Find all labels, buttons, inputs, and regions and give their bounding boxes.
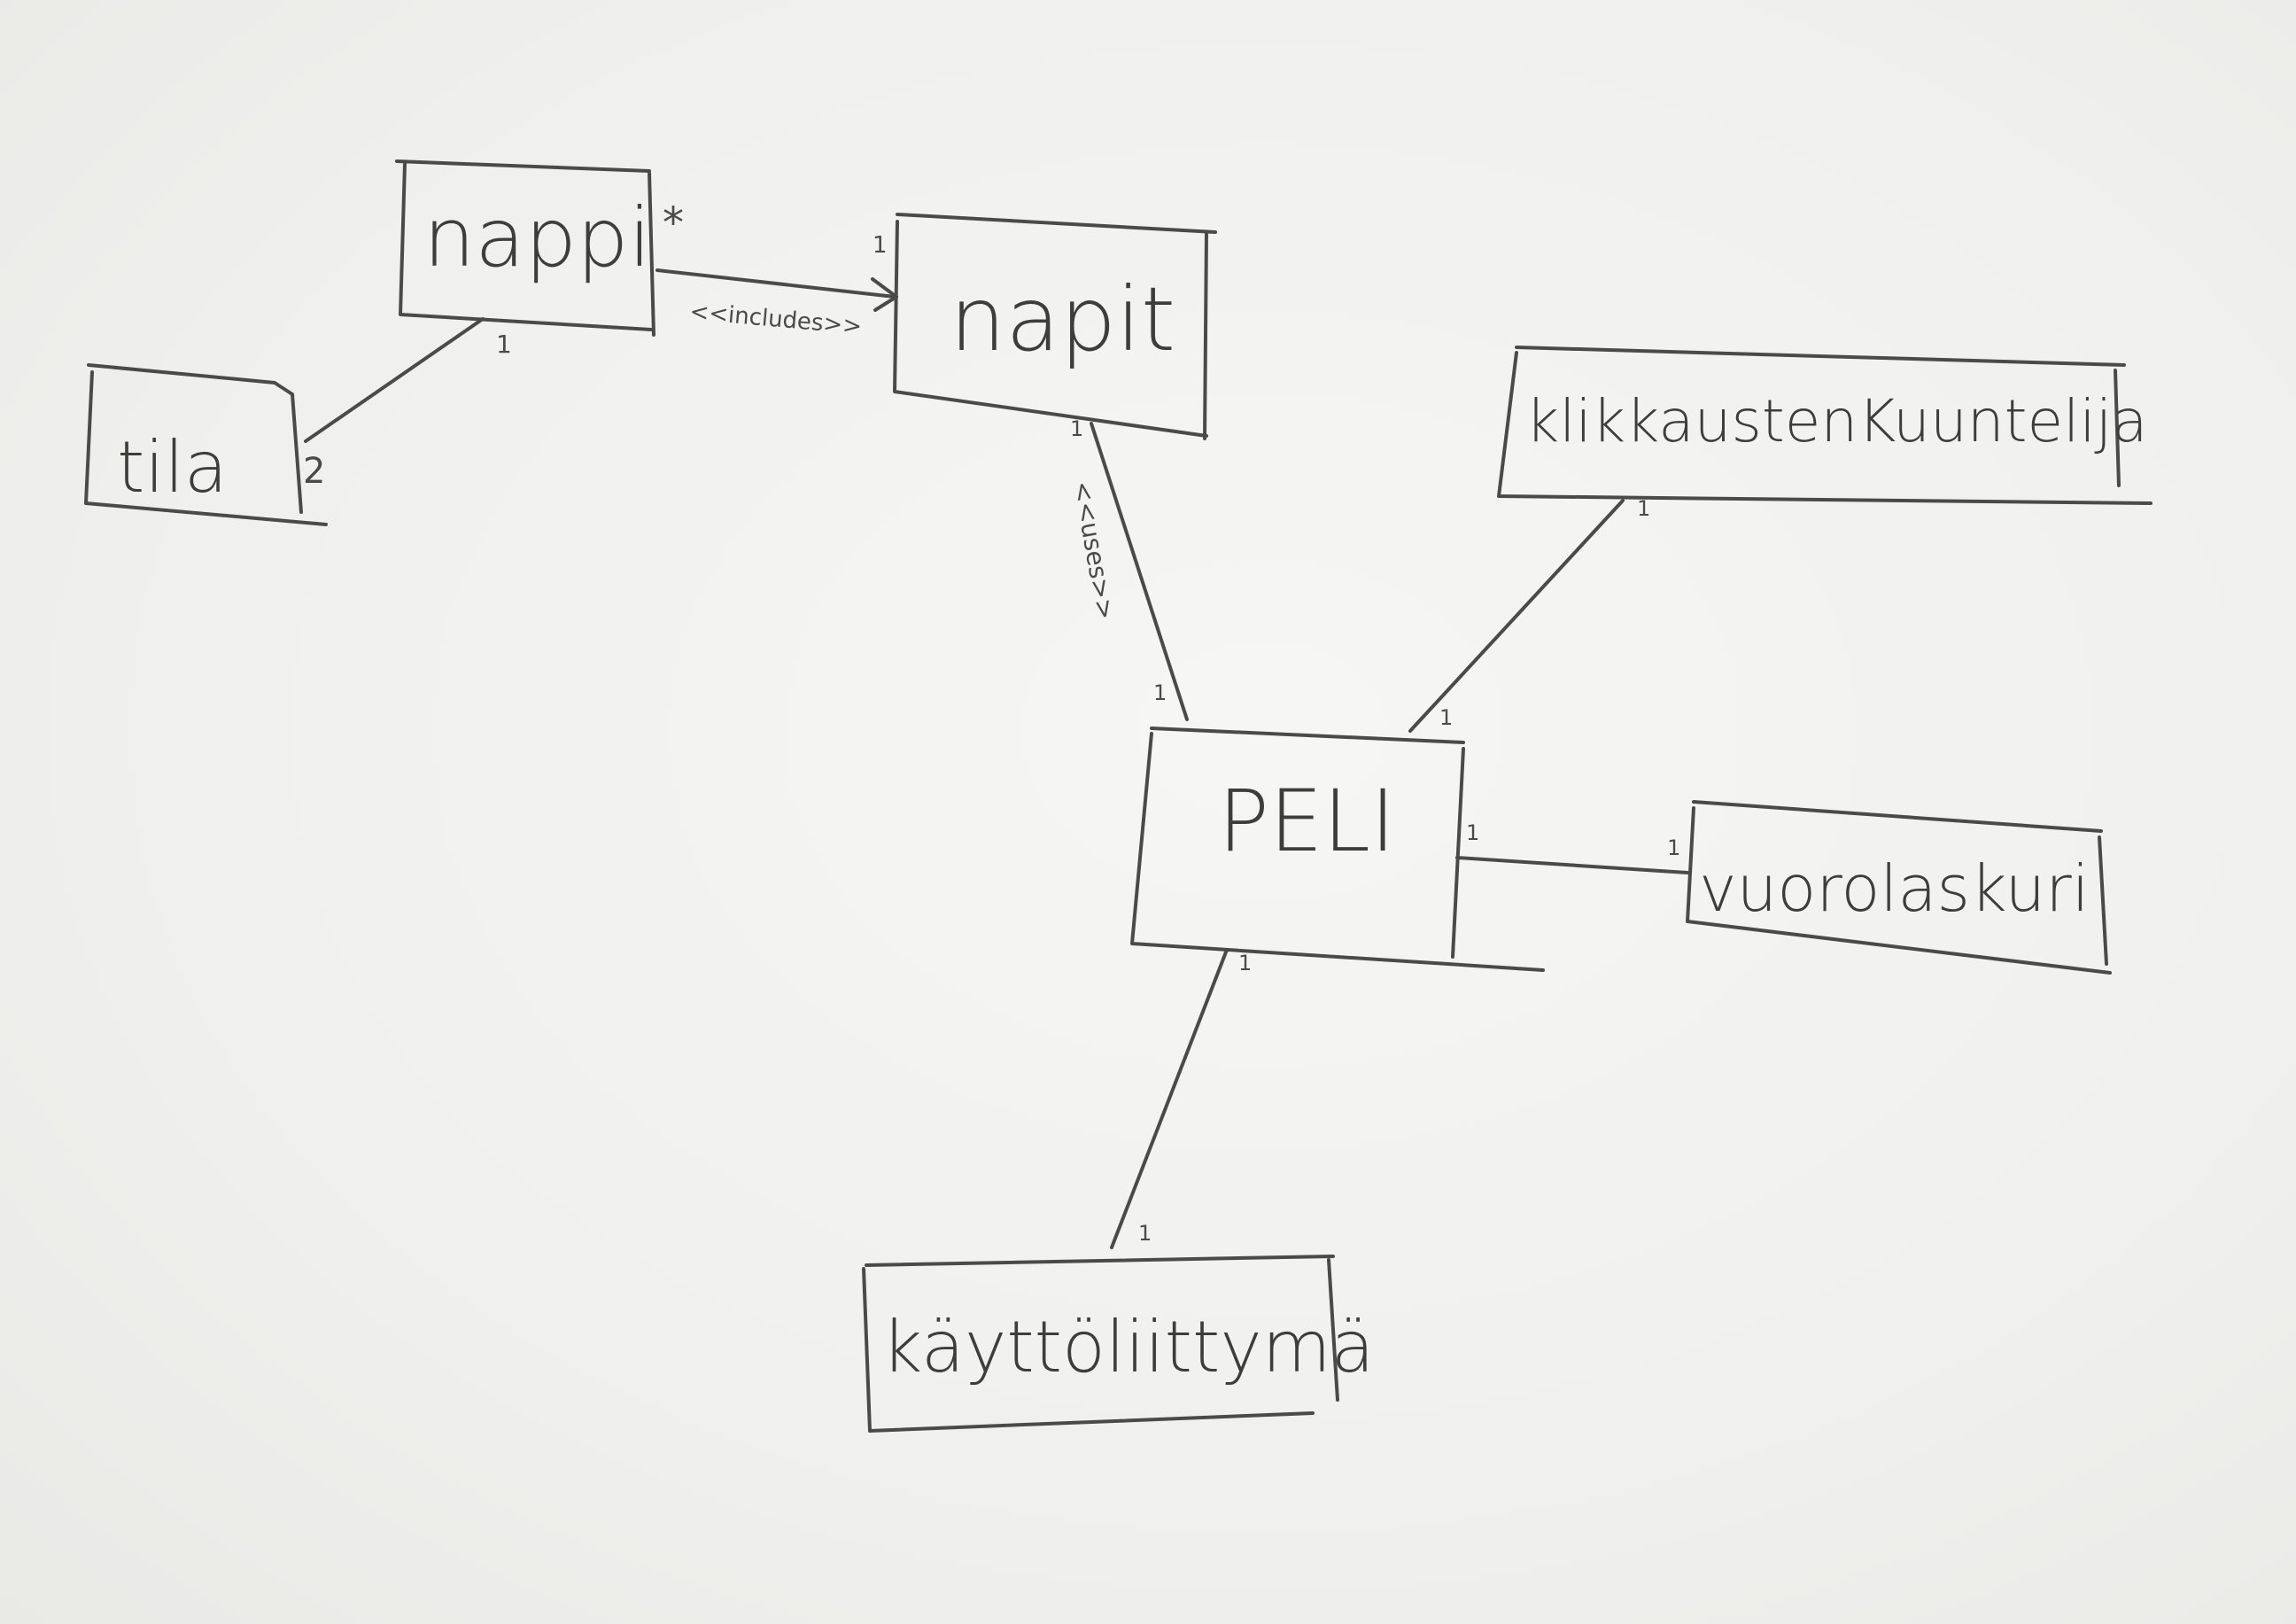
mult-napit-one-top: 1 xyxy=(873,232,888,259)
class-napit-label: napit xyxy=(950,268,1175,371)
mult-kuuntelija-one: 1 xyxy=(1637,496,1650,521)
mult-nappi-star: * xyxy=(663,198,684,248)
class-nappi: nappi xyxy=(395,159,655,337)
class-peli-label: PELI xyxy=(1218,772,1395,871)
class-klikkaustenkuuntelija: klikkaustenKuuntelija xyxy=(1497,346,2152,505)
class-nappi-label: nappi xyxy=(423,190,651,285)
class-klikkaustenkuuntelija-label: klikkaustenKuuntelija xyxy=(1525,387,2148,455)
class-kayttoliittyma: käyttöliittymä xyxy=(862,1255,1375,1433)
association-peli-vuoro xyxy=(1455,856,1689,874)
mult-peli-one-napit: 1 xyxy=(1153,680,1167,705)
class-peli: PELI xyxy=(1130,727,1545,972)
mult-vuoro-one: 1 xyxy=(1667,835,1680,860)
association-nappi-tila xyxy=(304,317,485,443)
class-kayttoliittyma-label: käyttöliittymä xyxy=(881,1306,1375,1388)
uses-line xyxy=(1090,422,1189,721)
uses-label: <<uses>> xyxy=(1067,478,1121,621)
includes-label: <<includes>> xyxy=(688,299,863,340)
class-vuorolaskuri: vuorolaskuri xyxy=(1686,800,2112,975)
includes-arrow-line xyxy=(655,268,896,299)
class-tila-label: tila xyxy=(117,426,228,509)
mult-tila-two: 2 xyxy=(303,451,325,492)
mult-peli-one-kuuntelija: 1 xyxy=(1439,705,1453,730)
class-vuorolaskuri-label: vuorolaskuri xyxy=(1699,851,2090,926)
mult-nappi-one: 1 xyxy=(496,330,512,359)
association-peli-kayttoliittyma xyxy=(1110,948,1229,1249)
mult-kayttoliittyma-one: 1 xyxy=(1138,1221,1152,1246)
mult-napit-one-bottom: 1 xyxy=(1070,416,1083,441)
association-kuuntelija-peli xyxy=(1408,499,1625,733)
includes-arrow-head xyxy=(871,277,898,312)
class-napit: napit xyxy=(893,213,1217,440)
class-tila: tila xyxy=(84,363,328,526)
mult-peli-one-vuoro: 1 xyxy=(1466,820,1479,845)
mult-peli-one-kayttoliittyma: 1 xyxy=(1238,951,1252,975)
